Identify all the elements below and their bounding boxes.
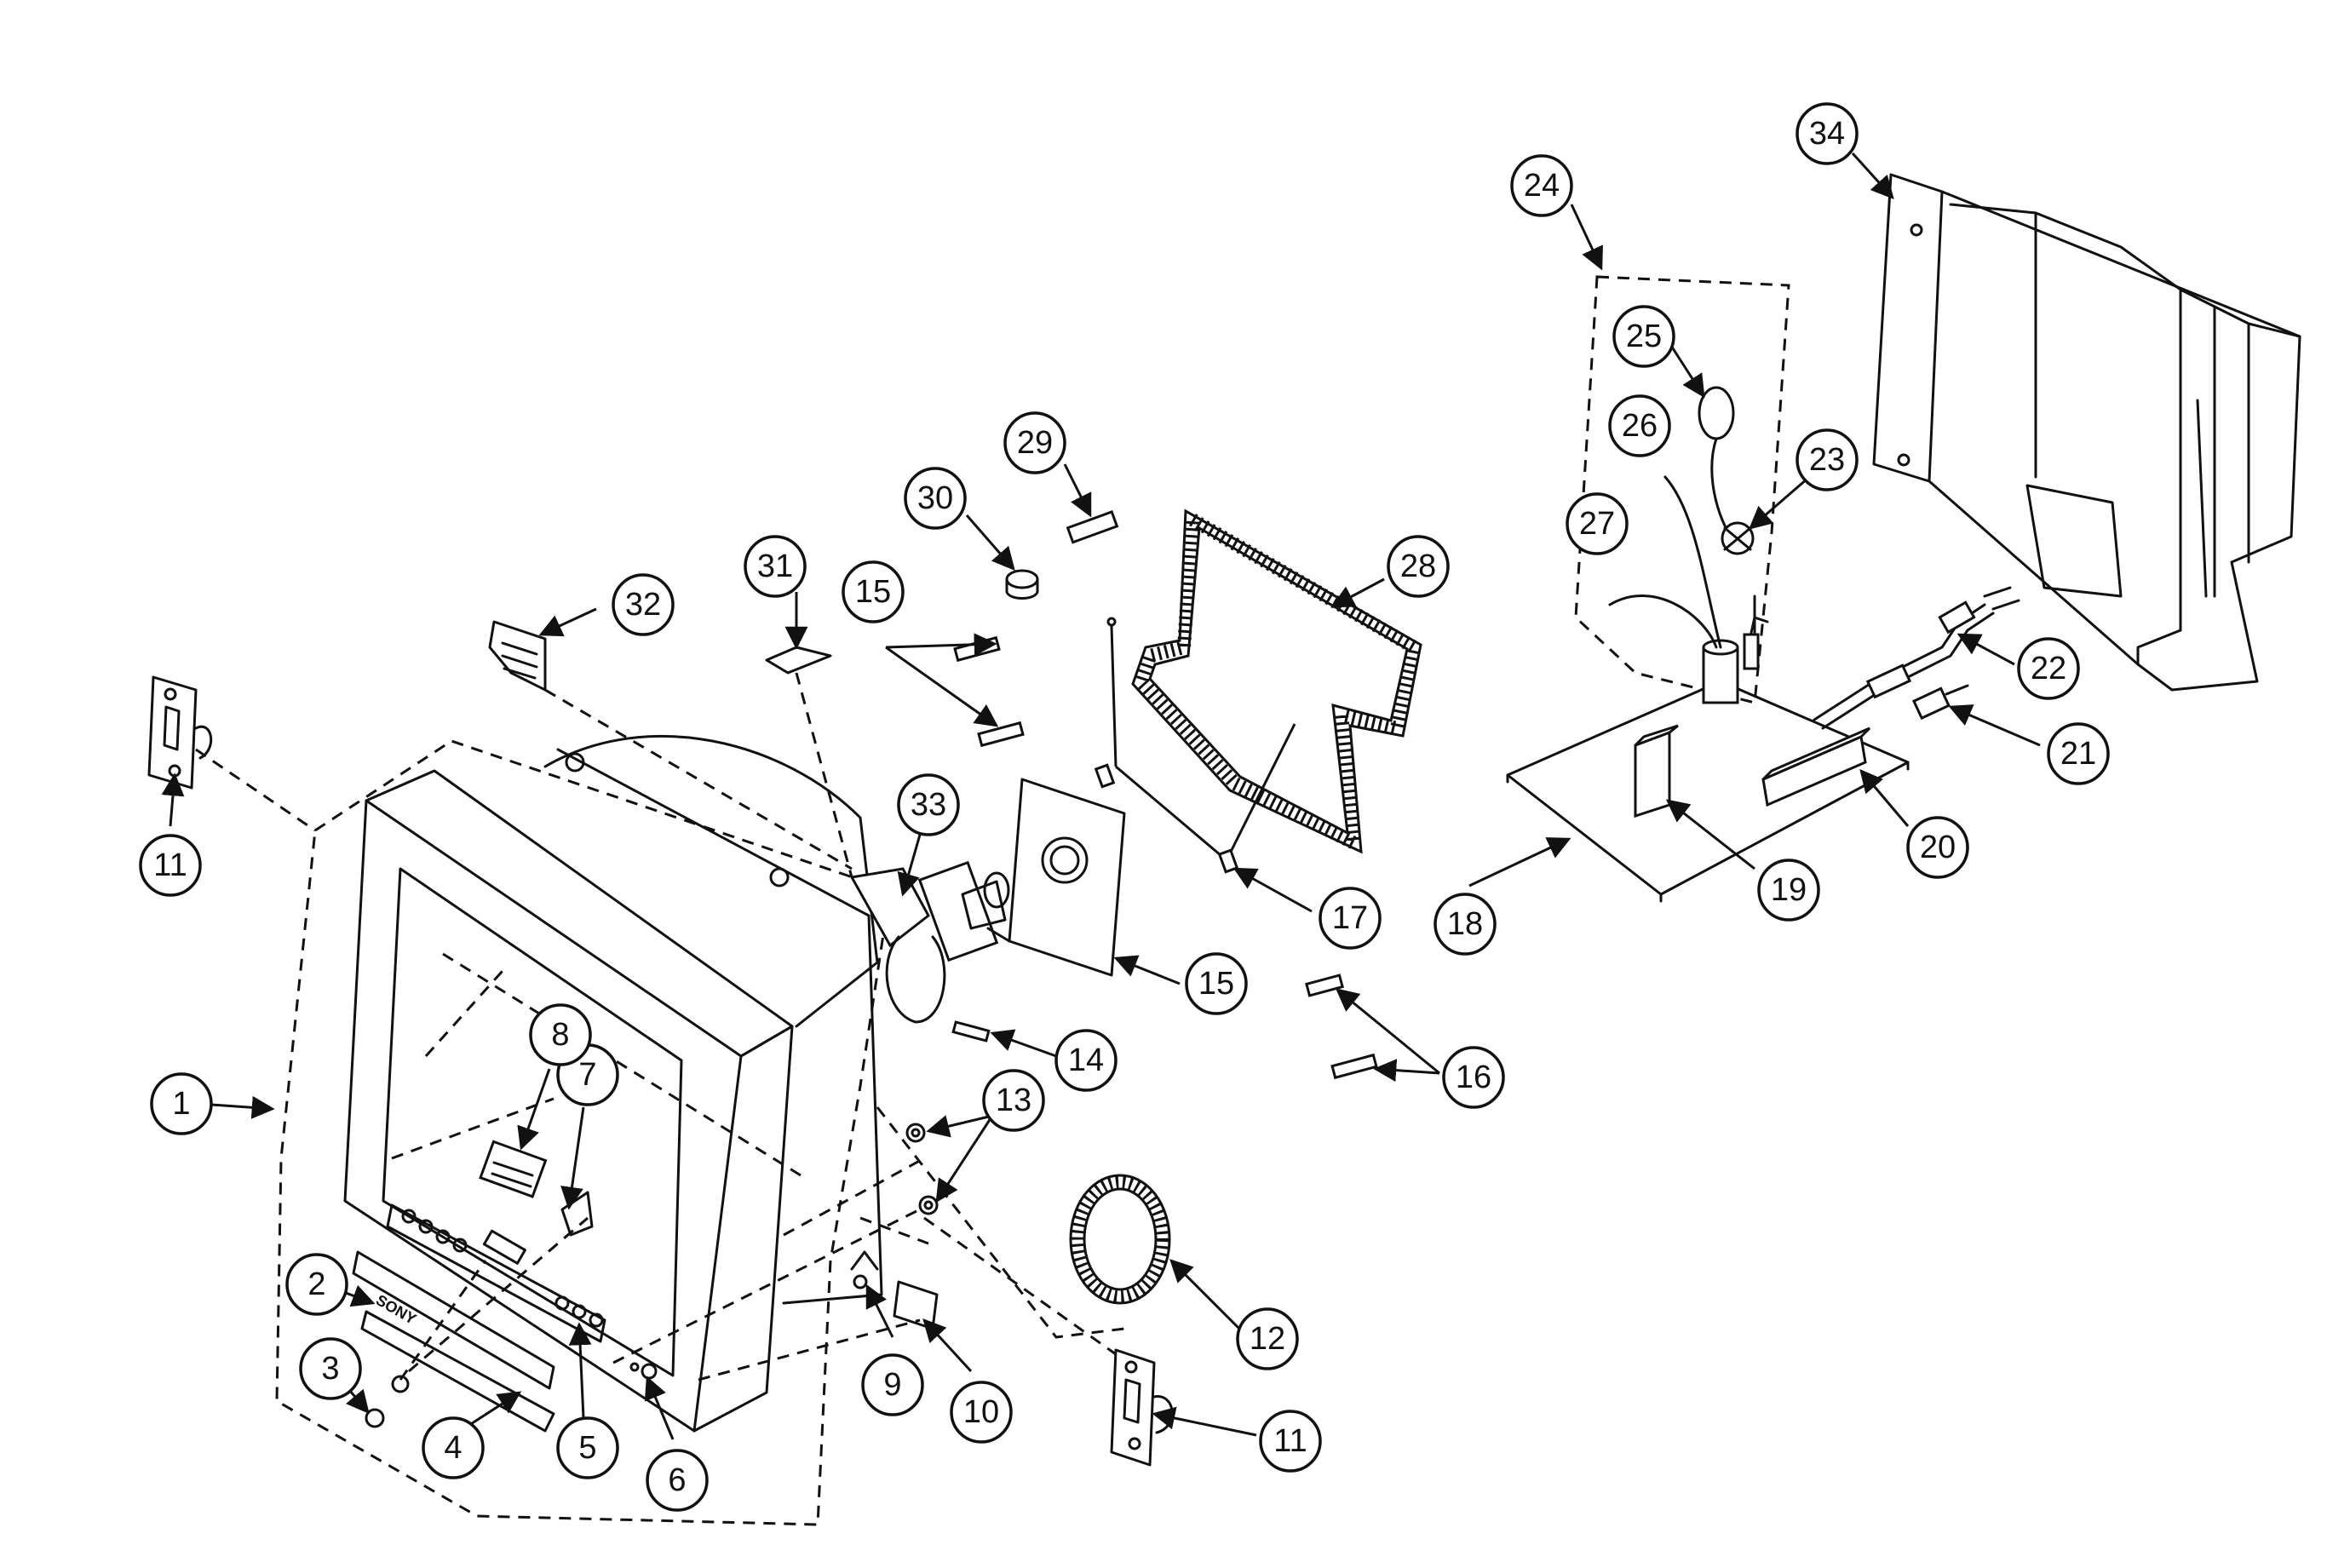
- speaker-left: [147, 675, 316, 832]
- svg-text:20: 20: [1920, 830, 1956, 865]
- svg-text:1: 1: [172, 1086, 190, 1122]
- svg-text:4: 4: [444, 1430, 462, 1466]
- callout-12: 12: [1236, 1307, 1299, 1370]
- callout-28: 28: [1387, 535, 1450, 598]
- part-31: [765, 646, 853, 878]
- svg-text:14: 14: [1068, 1042, 1104, 1078]
- svg-text:11: 11: [1273, 1423, 1307, 1459]
- callout-2: 2: [285, 1253, 348, 1316]
- callout-25: 25: [1612, 305, 1675, 368]
- callout-23: 23: [1796, 428, 1859, 491]
- part-30: [1005, 569, 1039, 600]
- svg-text:31: 31: [757, 549, 793, 584]
- callout-5: 5: [556, 1416, 619, 1479]
- svg-text:28: 28: [1400, 549, 1436, 584]
- svg-text:32: 32: [625, 587, 661, 623]
- neck-board: [986, 778, 1126, 977]
- speaker-right: [923, 1216, 1174, 1467]
- callout-27: 27: [1566, 492, 1629, 555]
- callout-17: 17: [1319, 887, 1382, 950]
- svg-text:3: 3: [321, 1351, 339, 1387]
- part-10: [893, 1280, 939, 1330]
- callout-24: 24: [1510, 154, 1573, 217]
- svg-text:26: 26: [1622, 408, 1658, 444]
- callout-3: 3: [299, 1337, 362, 1400]
- callout-11-left: 11: [139, 834, 202, 897]
- svg-text:24: 24: [1524, 168, 1560, 204]
- callout-18: 18: [1434, 893, 1497, 956]
- callout-32: 32: [612, 573, 675, 636]
- svg-text:34: 34: [1809, 116, 1845, 152]
- callout-15-lower: 15: [1185, 952, 1248, 1015]
- callout-30: 30: [904, 467, 967, 530]
- svg-text:23: 23: [1809, 442, 1845, 478]
- svg-text:18: 18: [1447, 906, 1483, 942]
- callout-19: 19: [1757, 859, 1820, 922]
- callout-34: 34: [1796, 102, 1859, 165]
- svg-text:19: 19: [1771, 872, 1807, 908]
- svg-text:30: 30: [917, 480, 953, 516]
- svg-text:21: 21: [2060, 736, 2096, 772]
- svg-text:17: 17: [1332, 900, 1368, 936]
- callout-20: 20: [1906, 816, 1969, 879]
- svg-text:33: 33: [911, 787, 946, 823]
- part-13: [905, 1123, 939, 1215]
- callout-33: 33: [897, 773, 960, 836]
- svg-text:13: 13: [996, 1083, 1031, 1118]
- svg-text:22: 22: [2031, 651, 2066, 686]
- callout-31: 31: [744, 535, 807, 598]
- svg-text:5: 5: [578, 1430, 596, 1466]
- rear-cover: [1872, 173, 2301, 692]
- callout-16: 16: [1442, 1046, 1505, 1109]
- deflection-yoke: [849, 860, 1010, 1024]
- svg-text:27: 27: [1579, 506, 1615, 542]
- clips-15: [953, 635, 1025, 748]
- callout-1: 1: [150, 1072, 213, 1135]
- svg-text:25: 25: [1626, 319, 1662, 354]
- part-9: [850, 1250, 879, 1289]
- svg-text:7: 7: [578, 1057, 596, 1093]
- power-board-assembly: [1506, 275, 2020, 903]
- clips-16: [1305, 974, 1378, 1080]
- svg-text:12: 12: [1250, 1321, 1285, 1357]
- front-cabinet-assembly: SONY: [275, 734, 929, 1526]
- callout-10: 10: [950, 1381, 1013, 1444]
- callout-21: 21: [2047, 722, 2110, 785]
- degaussing-coil: [1094, 508, 1422, 874]
- svg-text:15: 15: [855, 574, 891, 610]
- leader-lines: [161, 152, 2041, 1440]
- callout-6: 6: [646, 1449, 709, 1512]
- callout-9: 9: [861, 1353, 924, 1416]
- svg-text:2: 2: [307, 1266, 325, 1302]
- svg-text:29: 29: [1017, 425, 1053, 461]
- callout-4: 4: [422, 1416, 485, 1479]
- callout-8: 8: [529, 1003, 592, 1066]
- callout-26: 26: [1608, 394, 1671, 457]
- svg-text:10: 10: [963, 1394, 999, 1430]
- callout-13: 13: [982, 1069, 1045, 1132]
- svg-text:9: 9: [883, 1367, 901, 1403]
- part-29: [1066, 510, 1119, 544]
- part-32: [488, 620, 853, 870]
- svg-text:8: 8: [551, 1017, 569, 1053]
- callout-14: 14: [1054, 1029, 1118, 1092]
- part-12-ring: [876, 1106, 1171, 1339]
- callout-15-upper: 15: [842, 560, 905, 623]
- callout-22: 22: [2017, 637, 2080, 700]
- svg-text:16: 16: [1456, 1060, 1491, 1095]
- svg-text:15: 15: [1198, 966, 1234, 1002]
- callout-11-right: 11: [1259, 1410, 1322, 1473]
- brand-label: SONY: [373, 1291, 419, 1328]
- svg-text:11: 11: [153, 847, 187, 883]
- callout-29: 29: [1003, 411, 1066, 474]
- part-14: [951, 1020, 991, 1042]
- svg-text:6: 6: [668, 1462, 686, 1498]
